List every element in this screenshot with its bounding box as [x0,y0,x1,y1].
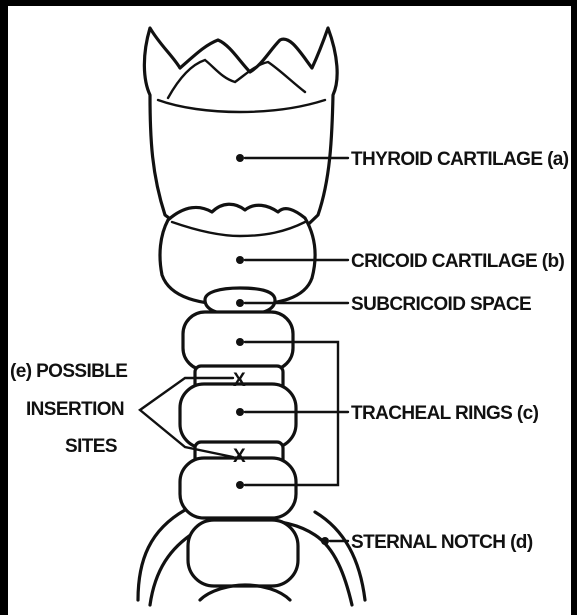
label-tracheal-rings: TRACHEAL RINGS (c) [351,403,539,424]
sternum [138,510,365,605]
diagram-frame: X X THYROID CARTILAGE (a) CRICOID CARTIL… [8,6,571,615]
label-cricoid-cartilage: CRICOID CARTILAGE (b) [351,251,565,272]
label-sternal-notch: STERNAL NOTCH (d) [351,532,533,553]
label-subcricoid-space: SUBCRICOID SPACE [351,294,531,315]
label-insertion-line2: INSERTION [26,399,124,420]
insertion-mark-lower: X [233,446,246,467]
label-thyroid-cartilage: THYROID CARTILAGE (a) [351,149,569,170]
tracheal-ring-2 [180,384,296,448]
insertion-mark-upper: X [233,370,246,391]
trachea-diagram: X X THYROID CARTILAGE (a) CRICOID CARTIL… [8,6,571,615]
label-insertion-line3: SITES [65,436,117,457]
label-insertion-line1: (e) POSSIBLE [10,361,127,382]
sternal-notch-ring [188,520,298,586]
